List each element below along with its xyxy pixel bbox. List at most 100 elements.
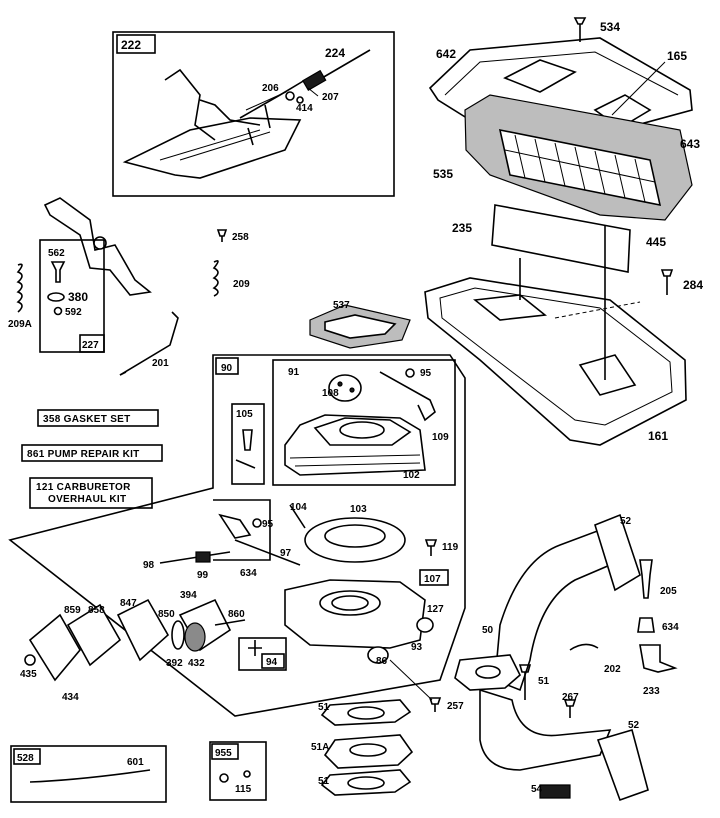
- screw-257: [428, 697, 442, 712]
- screw-258: [216, 229, 228, 242]
- o-ring-127: [416, 617, 434, 633]
- callout-119: 119: [442, 542, 459, 553]
- bowl-86: [367, 646, 389, 664]
- carb-kit-label-2: OVERHAUL KIT: [48, 494, 126, 505]
- spring-207: [302, 69, 327, 92]
- callout-95b: 95: [262, 519, 274, 530]
- pump-kit-box: [21, 444, 163, 462]
- pump-kit-label: 861 PUMP REPAIR KIT: [27, 449, 140, 460]
- plate-859: [28, 613, 81, 682]
- base-161: [424, 277, 687, 446]
- screw-562: [50, 261, 66, 283]
- callout-601: 601: [127, 757, 144, 768]
- intake-tube-assembly: 52 52 50 51 205 634 202 233 267 54: [454, 513, 679, 802]
- callout-51b: 51: [538, 676, 550, 687]
- callout-201: 201: [152, 358, 169, 369]
- callout-380: 380: [68, 290, 88, 304]
- callout-202: 202: [604, 664, 621, 675]
- callout-535: 535: [433, 167, 453, 181]
- intake-tube-50: [494, 528, 611, 692]
- callout-528: 528: [17, 753, 34, 764]
- needle-105: [242, 429, 253, 451]
- callout-860: 860: [228, 609, 245, 620]
- callout-52b: 52: [628, 720, 640, 731]
- callout-222: 222: [121, 38, 141, 52]
- screw-51: [518, 664, 532, 700]
- box-528: [10, 745, 167, 803]
- spring-634: [637, 617, 655, 633]
- screw-534: [573, 17, 587, 42]
- callout-224: 224: [325, 46, 345, 60]
- callout-562: 562: [48, 248, 65, 259]
- screw-860: [214, 619, 246, 626]
- carb-kit-box: [29, 477, 153, 509]
- callout-537: 537: [333, 300, 350, 311]
- callout-91: 91: [288, 367, 300, 378]
- throttle-linkage: 227 562 380 592 209A 201 258 209 537: [8, 197, 411, 376]
- callout-103: 103: [350, 504, 367, 515]
- spring-209: [212, 260, 219, 297]
- callout-432: 432: [188, 658, 205, 669]
- box-227: [39, 239, 105, 353]
- callout-51A: 51A: [311, 742, 329, 753]
- callout-267: 267: [562, 692, 579, 703]
- box-91: [272, 359, 456, 486]
- callout-233: 233: [643, 686, 660, 697]
- clip-115: [219, 773, 229, 783]
- callout-109: 109: [432, 432, 449, 443]
- callout-847: 847: [120, 598, 137, 609]
- gasket-set-label: 358 GASKET SET: [43, 414, 131, 425]
- callout-99: 99: [197, 570, 209, 581]
- callout-105: 105: [236, 409, 253, 420]
- needle-205: [639, 559, 653, 599]
- link-201: [119, 311, 179, 376]
- callout-206: 206: [262, 83, 279, 94]
- box-94: [238, 637, 287, 671]
- diaphragm-108: [328, 374, 362, 402]
- callout-394: 394: [180, 590, 197, 601]
- nut-592: [53, 306, 63, 316]
- box-222: [112, 31, 395, 197]
- callout-257: 257: [447, 701, 464, 712]
- spring-209a: [16, 263, 23, 313]
- screw-267: [563, 699, 577, 718]
- screw-119: [424, 539, 438, 556]
- screw-435: [24, 654, 36, 666]
- carburetor-assembly: 90 91 108 95 109 102 105 104 103 95 97: [8, 354, 466, 717]
- carb-kit-label-1: 121 CARBURETOR: [36, 482, 131, 493]
- callout-115: 115: [235, 784, 252, 795]
- callout-392: 392: [166, 658, 183, 669]
- callout-108: 108: [322, 388, 339, 399]
- intake-tube-lower: [479, 688, 612, 771]
- callout-435: 435: [20, 669, 37, 680]
- washer-380: [47, 292, 65, 302]
- governor-bracket: [122, 117, 302, 179]
- callout-859: 859: [64, 605, 81, 616]
- choke-233: [639, 644, 678, 673]
- callout-52a: 52: [620, 516, 632, 527]
- callout-98: 98: [143, 560, 155, 571]
- callout-205: 205: [660, 586, 677, 597]
- callout-258: 258: [232, 232, 249, 243]
- callout-414: 414: [296, 103, 313, 114]
- callout-858: 858: [88, 605, 105, 616]
- gasket-52-top: [594, 513, 641, 592]
- label-box-222: [116, 34, 156, 54]
- box-955: [209, 741, 267, 801]
- callout-165: 165: [667, 49, 687, 63]
- callout-107: 107: [424, 574, 441, 585]
- air-cleaner-assembly: 534 642 165 643 535 235 445 284 161: [424, 17, 703, 446]
- governor-assembly: 222 224 206 207 414: [112, 31, 395, 197]
- callout-235: 235: [452, 221, 472, 235]
- callout-90: 90: [221, 363, 233, 374]
- callout-51a: 51: [318, 702, 330, 713]
- callout-592: 592: [65, 307, 82, 318]
- callout-127: 127: [427, 604, 444, 615]
- lever-109: [379, 371, 436, 422]
- callout-643: 643: [680, 137, 700, 151]
- screw-54: [539, 784, 571, 799]
- callout-95a: 95: [420, 368, 432, 379]
- callout-97: 97: [280, 548, 292, 559]
